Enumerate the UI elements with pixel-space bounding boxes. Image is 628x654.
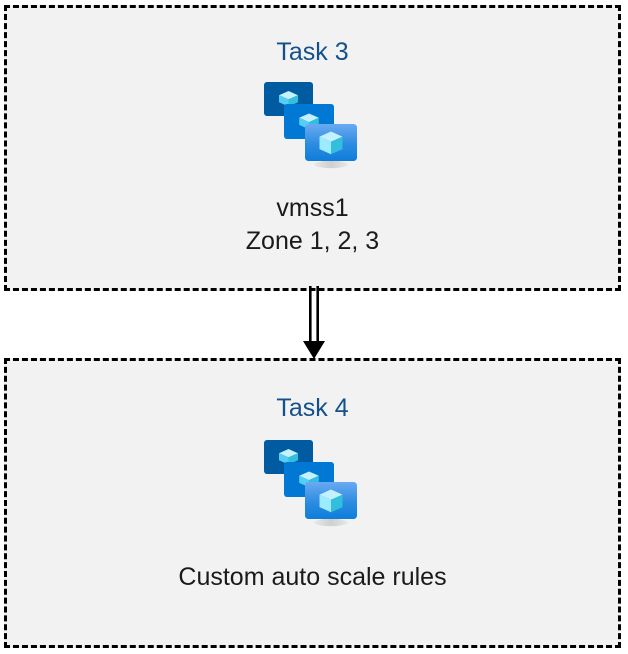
task-caption-block: Custom auto scale rules (178, 561, 446, 594)
task-caption-line: Zone 1, 2, 3 (245, 227, 380, 255)
task-caption-block: vmss1 Zone 1, 2, 3 (246, 192, 379, 258)
task-caption-line: Custom auto scale rules (178, 563, 447, 591)
task-title: Task 3 (276, 38, 349, 66)
task-title: Task 4 (276, 394, 349, 422)
task-caption-line: vmss1 (276, 194, 349, 222)
task-box-task3[interactable]: Task 3 (4, 5, 621, 291)
azure-vm-scale-set-icon (261, 79, 365, 175)
task-box-task4[interactable]: Task 4 (4, 358, 621, 648)
azure-vm-scale-set-icon (261, 437, 365, 533)
connector-arrow-task3-to-task4 (296, 286, 332, 362)
